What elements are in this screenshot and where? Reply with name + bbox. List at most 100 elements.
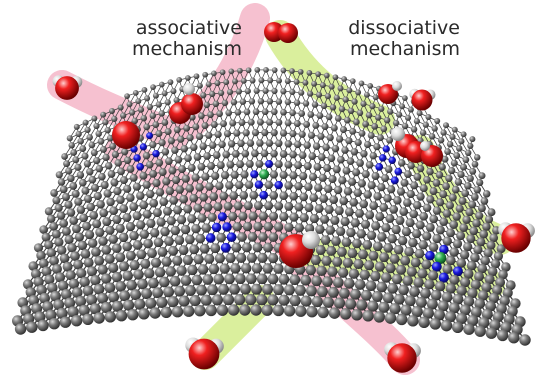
carbon-atom (170, 88, 177, 95)
carbon-atom (442, 182, 450, 191)
carbon-atom (81, 152, 89, 160)
carbon-atom (85, 230, 95, 240)
carbon-atom (354, 138, 362, 147)
carbon-atom (66, 135, 73, 142)
carbon-atom (344, 207, 354, 217)
carbon-atom (123, 299, 135, 311)
carbon-atom (86, 167, 94, 176)
carbon-atom (173, 126, 181, 134)
carbon-atom (160, 306, 173, 319)
carbon-atom (322, 276, 333, 287)
carbon-atom (245, 273, 257, 285)
carbon-atom (363, 190, 372, 199)
carbon-atom (422, 121, 429, 128)
carbon-atom (216, 110, 223, 118)
carbon-atom (327, 266, 338, 277)
carbon-atom (380, 125, 388, 133)
carbon-atom (86, 266, 98, 277)
carbon-atom (232, 78, 238, 85)
water-molecule-icon (52, 75, 83, 100)
carbon-atom (109, 108, 115, 114)
carbon-atom (109, 206, 119, 216)
carbon-atom (333, 185, 343, 195)
carbon-atom (404, 295, 416, 307)
carbon-atom (466, 260, 477, 271)
carbon-atom (104, 311, 117, 323)
carbon-atom (239, 98, 247, 105)
nitrogen-atom (133, 154, 141, 162)
carbon-atom (275, 139, 283, 148)
carbon-atom (191, 173, 200, 182)
carbon-atom (469, 226, 479, 236)
adsorbed-ooh (169, 83, 203, 124)
carbon-atom (44, 207, 54, 216)
carbon-atom (317, 306, 329, 319)
oxygen-atom (411, 89, 433, 111)
carbon-atom (254, 67, 261, 73)
carbon-atom (195, 132, 204, 141)
carbon-atom (268, 211, 279, 221)
carbon-atom (409, 209, 419, 219)
carbon-atom (167, 296, 179, 308)
carbon-atom (289, 129, 297, 138)
carbon-atom (469, 167, 477, 175)
carbon-atom (246, 252, 257, 263)
carbon-atom (78, 304, 90, 316)
o2-molecule-icon (264, 22, 298, 43)
carbon-atom (322, 143, 330, 152)
carbon-atom (432, 206, 442, 215)
carbon-atom (59, 185, 68, 194)
carbon-atom (231, 150, 240, 158)
carbon-atom (25, 287, 37, 298)
carbon-atom (152, 178, 161, 188)
carbon-atom (270, 108, 278, 116)
carbon-atom (383, 116, 391, 124)
carbon-atom (121, 148, 129, 156)
carbon-atom (326, 245, 337, 256)
carbon-atom (351, 309, 363, 321)
carbon-atom (178, 165, 187, 174)
carbon-atom (355, 89, 362, 96)
carbon-atom (410, 181, 419, 190)
carbon-atom (477, 204, 486, 213)
carbon-atom (160, 226, 170, 237)
carbon-atom (479, 229, 489, 239)
carbon-atom (156, 296, 168, 308)
carbon-atom (71, 287, 83, 298)
carbon-atom (371, 291, 383, 302)
carbon-atom (263, 221, 274, 232)
carbon-atom (56, 245, 67, 255)
carbon-atom (209, 90, 216, 98)
carbon-atom (396, 264, 407, 275)
carbon-atom (187, 163, 196, 172)
carbon-atom (100, 111, 107, 118)
carbon-atom (26, 321, 38, 333)
carbon-atom (306, 305, 318, 318)
carbon-atom (215, 181, 224, 191)
carbon-atom (211, 70, 217, 77)
carbon-atom (365, 280, 377, 292)
carbon-atom (289, 191, 299, 201)
carbon-atom (166, 216, 176, 226)
carbon-atom (332, 74, 339, 81)
nitrogen-atom (439, 244, 449, 255)
carbon-atom (79, 276, 90, 288)
carbon-atom (104, 282, 116, 294)
carbon-atom (256, 139, 264, 147)
carbon-atom (332, 165, 341, 174)
carbon-atom (237, 232, 247, 242)
carbon-atom (279, 150, 288, 158)
carbon-atom (136, 220, 146, 230)
carbon-atom (274, 201, 284, 211)
carbon-atom (157, 246, 168, 257)
carbon-atom (132, 90, 139, 96)
carbon-atom (202, 71, 209, 78)
carbon-atom (87, 238, 98, 248)
carbon-atom (289, 150, 297, 159)
carbon-atom (373, 143, 381, 151)
carbon-atom (319, 194, 329, 203)
carbon-atom (508, 331, 520, 344)
carbon-atom (249, 77, 256, 84)
carbon-atom (304, 223, 315, 234)
carbon-atom (416, 192, 425, 201)
